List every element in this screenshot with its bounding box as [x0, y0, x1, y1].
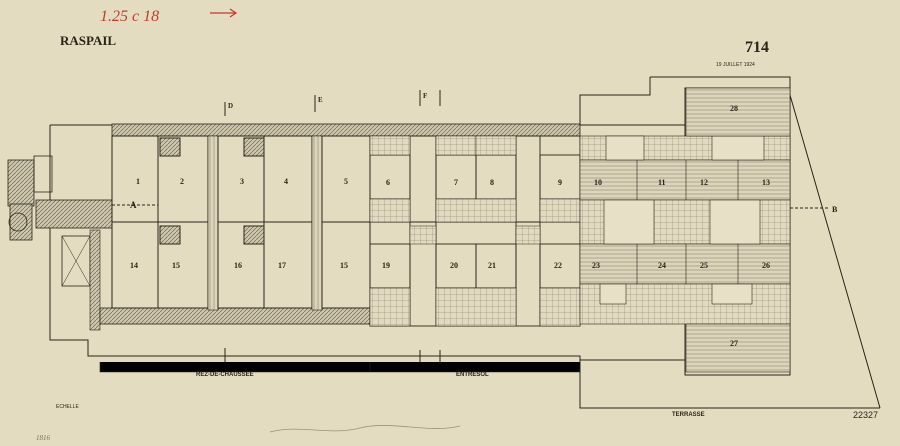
section-f-label: F [423, 92, 427, 100]
room-15a: 15 [172, 261, 180, 270]
top-wall [111, 123, 581, 137]
room-27: 27 [730, 339, 738, 348]
room-8: 8 [490, 178, 494, 187]
handwritten-note: 1.25 c 18 [100, 8, 159, 25]
handwritten-arrow [210, 8, 238, 18]
room-17: 17 [278, 261, 286, 270]
room-numbers: 1 2 3 4 5 6 7 8 9 10 11 12 13 14 15 16 1… [130, 104, 770, 348]
room-22: 22 [554, 261, 562, 270]
separator-2 [311, 135, 323, 311]
room-13: 13 [762, 178, 770, 187]
room-23: 23 [592, 261, 600, 270]
room-15b: 15 [340, 261, 348, 270]
room-1: 1 [136, 177, 140, 186]
separator-1 [207, 135, 219, 311]
room-2: 2 [180, 177, 184, 186]
room-10: 10 [594, 178, 602, 187]
room-9: 9 [558, 178, 562, 187]
room-11: 11 [658, 178, 666, 187]
room-25: 25 [700, 261, 708, 270]
floor-label-terrace: TERRASSE [672, 412, 705, 418]
room-7: 7 [454, 178, 458, 187]
section-marks [112, 90, 830, 366]
room-14: 14 [130, 261, 138, 270]
sheet-number: 714 [745, 39, 769, 56]
apartment-tiled-areas [369, 135, 581, 327]
floor-label-ground: REZ-DE-CHAUSSEE [196, 372, 254, 378]
terrace-south [685, 323, 791, 373]
terrace-grid [579, 135, 791, 325]
entry-block [7, 155, 113, 331]
section-d-label: D [228, 102, 233, 110]
scale-label: ECHELLE [56, 404, 79, 410]
room-16: 16 [234, 261, 242, 270]
studio-block-b [217, 135, 313, 309]
room-5: 5 [344, 177, 348, 186]
terrace-north [685, 87, 791, 137]
room-28: 28 [730, 104, 738, 113]
room-21: 21 [488, 261, 496, 270]
room-20: 20 [450, 261, 458, 270]
section-e-label: E [318, 96, 323, 104]
bottom-wall [99, 307, 371, 325]
studio-block-a [111, 135, 209, 309]
room-3: 3 [240, 177, 244, 186]
room-26: 26 [762, 261, 770, 270]
floor-label-lines [99, 362, 581, 373]
pencil-note [269, 425, 461, 433]
archive-number: 22327 [853, 410, 878, 420]
sheet-date: 19 JUILLET 1924 [716, 62, 755, 68]
sheet-title: RASPAIL [60, 33, 116, 48]
section-b-label: B [832, 205, 838, 214]
section-a-label: A [130, 200, 137, 210]
floor-label-mezzanine: ENTRESOL [456, 372, 489, 378]
room-19: 19 [382, 261, 390, 270]
room-6: 6 [386, 178, 390, 187]
room-12: 12 [700, 178, 708, 187]
corner-stamp: 1816 [36, 434, 51, 442]
room-4: 4 [284, 177, 288, 186]
room-24: 24 [658, 261, 666, 270]
